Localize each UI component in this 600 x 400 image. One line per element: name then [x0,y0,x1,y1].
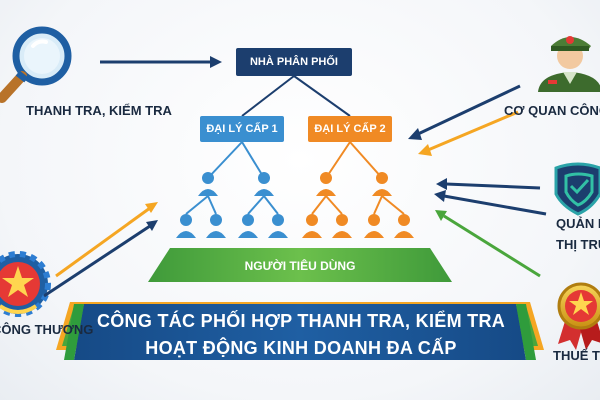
agent-level-1-box: ĐẠI LÝ CẤP 1 [200,116,284,142]
hierarchy-connectors [185,75,405,215]
inspection-arrows [43,56,547,298]
industry-emblem-icon [0,251,51,317]
consumers-band [148,248,452,282]
market-management-label-line1: QUẢN LÝ [556,216,600,231]
inspection-label: THANH TRA, KIỂM TRA [26,103,172,118]
tax-medal-icon [557,282,600,350]
market-shield-icon [554,162,600,216]
agent-people-orange [302,172,414,238]
agent-level-2-box: ĐẠI LÝ CẤP 2 [308,116,392,142]
consumers-label: NGƯỜI TIÊU DÙNG [244,259,356,273]
police-officer-icon [538,36,600,92]
bottom-banner [56,302,544,360]
banner-line-2: HOẠT ĐỘNG KINH DOANH ĐA CẤP [145,338,457,358]
magnifier-icon [0,26,72,103]
distributor-box: NHÀ PHÂN PHỐI [236,48,352,76]
tax-label: THUẾ TỈNH [553,348,600,363]
market-management-label-line2: THỊ TRƯỜNG [556,237,600,252]
industry-trade-label: CÔNG THƯƠNG [0,322,94,337]
agent-people-blue [176,172,288,238]
police-label: CƠ QUAN CÔNG AN [504,103,600,118]
banner-line-1: CÔNG TÁC PHỐI HỢP THANH TRA, KIỂM TRA [96,311,506,331]
banner-title: CÔNG TÁC PHỐI HỢP THANH TRA, KIỂM TRA HO… [86,308,516,362]
